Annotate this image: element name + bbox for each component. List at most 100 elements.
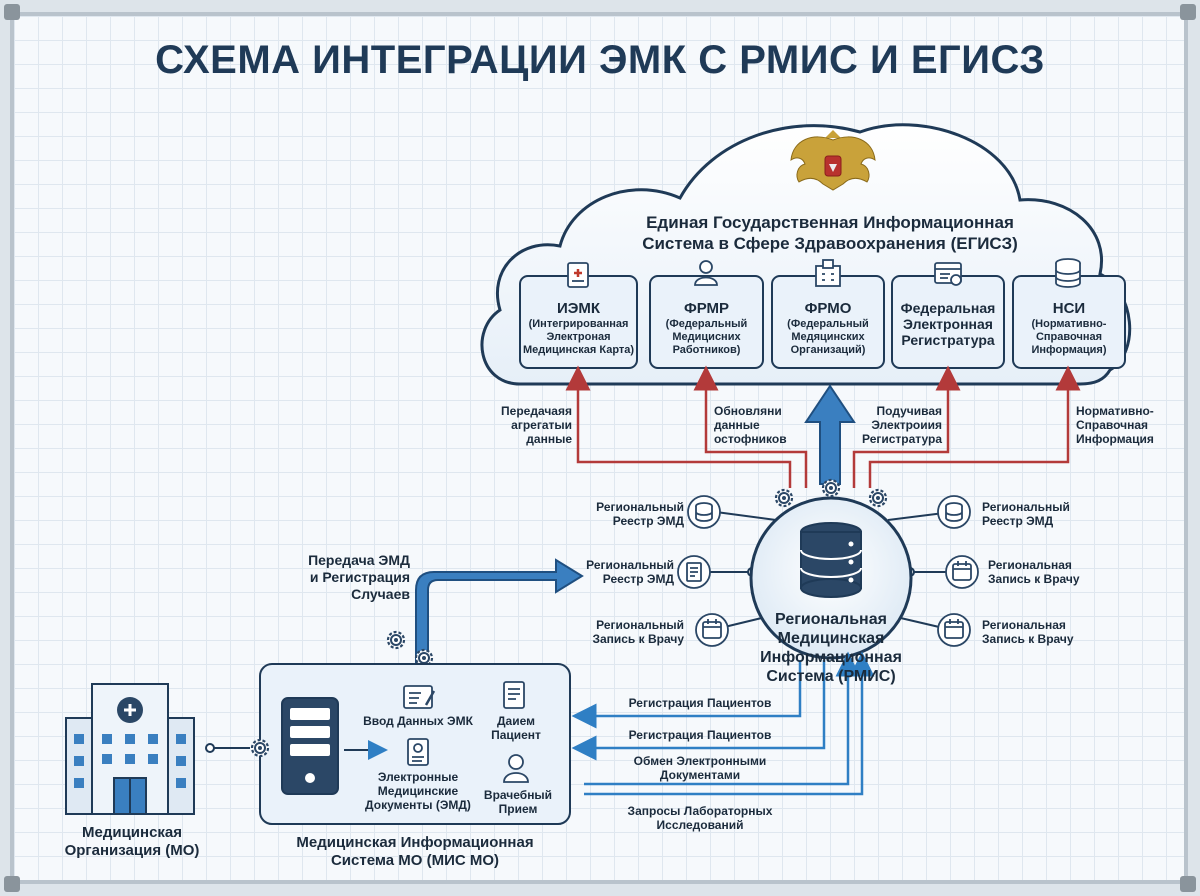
module-desc: Электроная [546,331,611,343]
flow-label-line: Исследований [656,818,744,832]
rmis-label-line: Система (РМИС) [766,668,896,685]
mis-item-label: Врачебный Прием [480,788,556,816]
upward-label-line: данные [526,432,572,446]
module-nsi: НСИ (Нормативно- Справочная Информация) [1013,300,1125,357]
main-upload-arrow [804,384,856,485]
module-desc: (Федеральный [787,318,869,330]
flow-label-line: Регистрация Пациентов [628,728,772,742]
mis-item-line: Врачебный [483,788,553,802]
upward-label: Нормативно- Справочная Информация [1076,404,1176,446]
rmis-service-label: Региональный Реестр ЭМД [560,558,674,586]
module-name: Федеральная [900,300,996,316]
service-label-line: Региональный [596,500,684,514]
flow-label: Обмен Электронными Документами [600,754,800,782]
mis-item-label: Электронные Медицинские Документы (ЭМД) [356,770,480,812]
module-desc: Медицисних [672,331,741,343]
mis-item-line: Документы (ЭМД) [365,798,471,812]
gear-icon [774,488,794,508]
registry-doc-icon [677,555,711,589]
registry-db-icon [687,495,721,529]
upward-label-line: агрегатыи [511,418,572,432]
hospital-building-icon [65,683,195,815]
emk-input-icon [403,685,436,709]
transfer-label-line: и Регистрация [309,569,410,585]
rmis-label-line: Региональная [775,611,887,628]
module-frmo: ФРМО (Федеральный Медяцинских Организаци… [772,300,884,357]
coat-of-arms-icon [790,130,876,191]
module-name: ИЭМК [556,300,601,317]
upward-label-line: Справочная [1076,418,1149,432]
upward-label: Передачаяя агрегатыи данные [470,404,572,446]
module-frmr: ФРМР (Федеральный Медицисних Работников) [650,300,763,357]
flow-label: Регистрация Пациентов [600,728,800,742]
doctor-icon [503,754,529,783]
upward-label: Обновляни данные остофников [714,404,814,446]
flow-label: Запросы Лабораторных Исследований [600,804,800,832]
registry-db-icon [937,495,971,529]
registry-icon [934,262,962,286]
frame-corner [1180,4,1196,20]
calendar-icon [945,555,979,589]
upward-label-line: Регистратура [861,432,942,446]
rmis-service-label: Региональный Запись к Врачу [570,618,684,646]
calendar-icon [937,613,971,647]
service-label-line: Региональная [988,558,1072,572]
module-desc: Организаций) [790,344,866,356]
mis-item-line: Пациент [491,728,541,742]
module-federal-registry: Федеральная Электронная Регистратура [892,300,1004,348]
transfer-label-line: Случаев [351,586,410,602]
mis-item-line: Медицинские [377,784,459,798]
egisz-title-line: Система в Сфере Здравоохранения (ЕГИСЗ) [642,234,1018,253]
module-iemk: ИЭМК (Интегрированная Электроная Медицин… [520,300,637,357]
mo-label-line: Организация (МО) [64,842,200,859]
flow-label-line: Запросы Лабораторных [627,804,773,818]
upward-label-line: Обновляни [714,404,782,418]
mis-item-line: Прием [498,802,538,816]
module-desc: (Интегрированная [528,318,629,330]
mis-label: Медицинская Информационная Система МО (М… [260,834,570,870]
mis-label-line: Медицинская Информационная [296,834,534,851]
gear-icon [868,488,888,508]
module-desc: (Нормативно- [1031,318,1107,330]
rmis-service-label: Региональный Реестр ЭМД [570,500,684,528]
gear-icon [386,630,406,650]
mis-item-line: Даием [497,714,535,728]
upward-label: Подучивая Электроиия Регистратура [840,404,942,446]
service-label-line: Региональный [586,558,674,572]
page-title: СХЕМА ИНТЕГРАЦИИ ЭМК С РМИС И ЕГИСЗ [155,38,1045,82]
flow-label-line: Регистрация Пациентов [628,696,772,710]
module-desc: Медицинская Карта) [522,344,635,356]
flow-label-line: Документами [659,768,741,782]
upward-data-arrows [565,365,1081,488]
mo-label: Медицинская Организация (МО) [50,824,214,860]
frame-corner [4,4,20,20]
doctor-icon [694,260,718,286]
gear-icon [821,478,841,498]
service-label-line: Региональный [982,500,1070,514]
module-name: Регистратура [901,332,995,348]
patient-doc-icon [503,681,525,709]
mis-item-line: Ввод Данных ЭМК [363,714,473,728]
module-name: ФРМР [683,300,730,317]
mis-label-line: Система МО (МИС МО) [330,852,500,869]
egisz-title: Единая Государственная Информационная Си… [560,212,1100,254]
flow-label: Регистрация Пациентов [600,696,800,710]
mis-item-label: Даием Пациент [478,714,554,742]
rmis-label-line: Информационная [760,649,902,666]
service-label-line: Запись к Врачу [592,632,684,646]
module-name: НСИ [1052,300,1086,317]
upward-label-line: данные [714,418,760,432]
upward-label-line: Электроиия [871,418,942,432]
module-name: ФРМО [804,300,852,317]
mis-transfer-arrow [415,558,584,665]
module-desc: Информация) [1031,344,1107,356]
database-icon [1055,258,1081,288]
upward-label-line: Передачаяя [501,404,572,418]
medical-card-icon [567,262,589,288]
mis-item-label: Ввод Данных ЭМК [360,714,476,728]
rmis-service-label: Региональная Запись к Врачу [988,558,1098,586]
mis-transfer-label: Передача ЭМД и Регистрация Случаев [290,552,410,603]
hospital-icon [815,259,841,287]
rmis-label: Региональная Медицинская Информационная … [740,610,922,686]
